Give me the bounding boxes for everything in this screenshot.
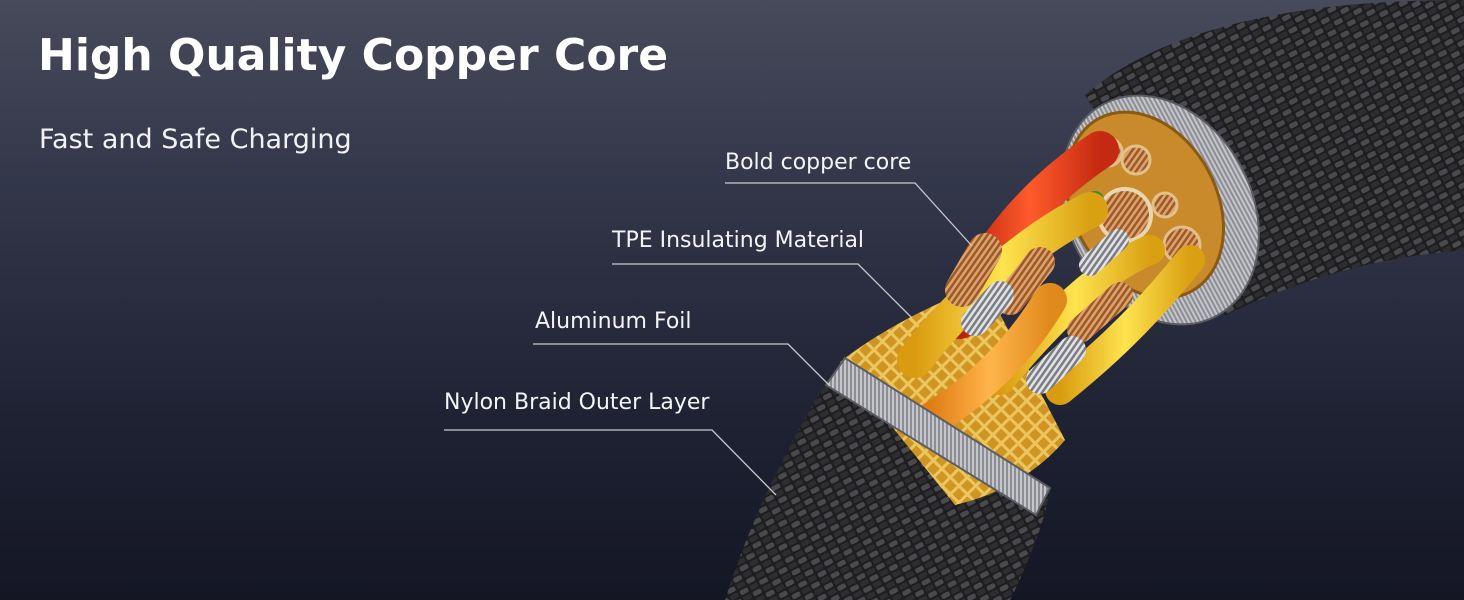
silver-core-strand [1079,229,1129,276]
upper-wire-end [1151,191,1179,219]
yellow-insulated-wire [897,192,1108,378]
lower-braid-sleeve [725,380,1050,600]
callout-line-aluminum-foil [533,343,831,387]
callout-label-nylon-braid-outer-layer: Nylon Braid Outer Layer [444,390,710,415]
callout-line-bold-copper-core [725,182,973,247]
callout-label-aluminum-foil: Aluminum Foil [535,309,692,334]
lower-metal-ring [824,356,1052,517]
copper-core-strand [995,247,1055,315]
page-subtitle: Fast and Safe Charging [39,124,352,155]
page-title: High Quality Copper Core [38,30,669,81]
silver-core-strand [1026,336,1086,394]
copper-core-strand [1067,282,1133,343]
silver-core-strand [961,281,1014,336]
callout-label-bold-copper-core: Bold copper core [725,150,912,175]
yellow-insulated-wire [1045,245,1205,405]
callout-line-tpe-insulating-material [612,263,913,319]
callout-line-nylon-braid-outer-layer [444,429,777,496]
callout-label-tpe-insulating-material: TPE Insulating Material [612,228,865,253]
copper-core-strand [945,233,1002,307]
upper-wire-end [1120,144,1152,176]
orange-insulated-wire [913,283,1067,437]
